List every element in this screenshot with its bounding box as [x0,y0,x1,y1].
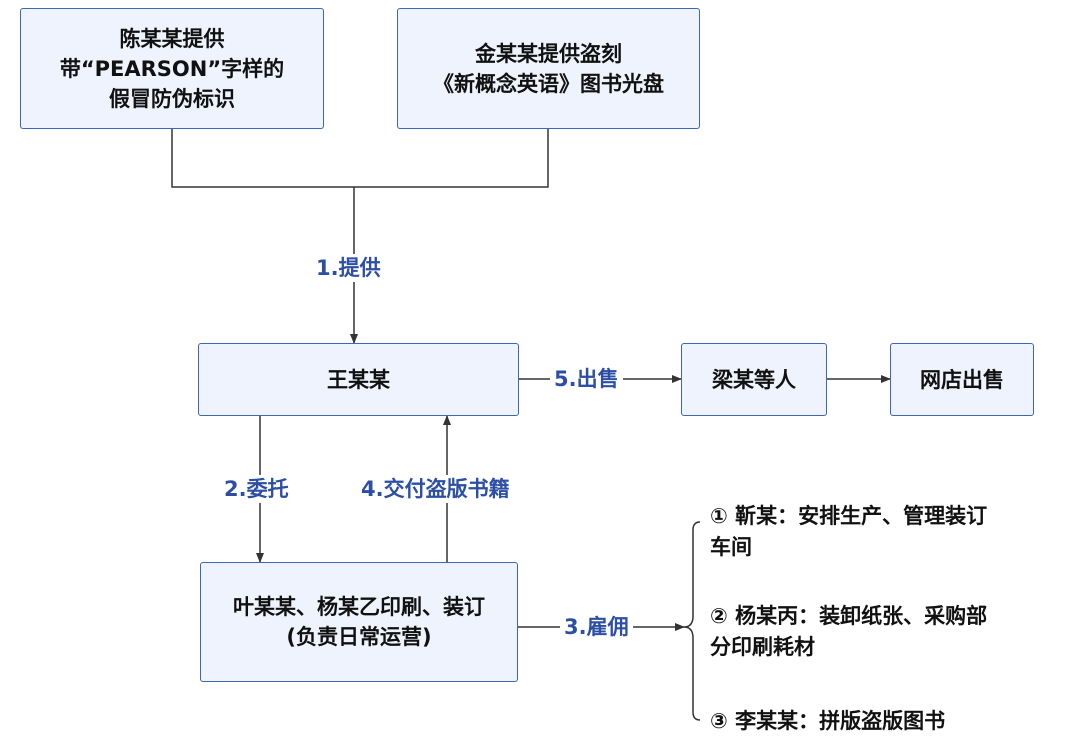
employee-brace [683,521,701,721]
edge-label-deliver: 4.交付盗版书籍 [357,475,514,503]
node-ye: 叶某某、杨某乙印刷、装订 (负责日常运营) [200,562,518,682]
node-chen: 陈某某提供 带“PEARSON”字样的 假冒防伪标识 [20,8,324,129]
employee-note-2: ② 杨某丙：装卸纸张、采购部 分印刷耗材 [710,604,988,659]
edge-label-provide: 1.提供 [312,254,385,282]
node-liang: 梁某等人 [681,343,827,416]
node-shop: 网店出售 [890,343,1034,416]
edge-label-entrust: 2.委托 [220,475,293,503]
employee-note-3: ③ 李某某：拼版盗版图书 [710,709,946,733]
edge-label-hire: 3.雇佣 [560,613,633,641]
employee-note-1: ① 靳某：安排生产、管理装订 车间 [710,504,988,559]
node-jin: 金某某提供盗刻 《新概念英语》图书光盘 [397,8,700,129]
node-wang: 王某某 [198,343,519,416]
edge-label-sell: 5.出售 [550,365,623,393]
merge-line [171,128,549,188]
